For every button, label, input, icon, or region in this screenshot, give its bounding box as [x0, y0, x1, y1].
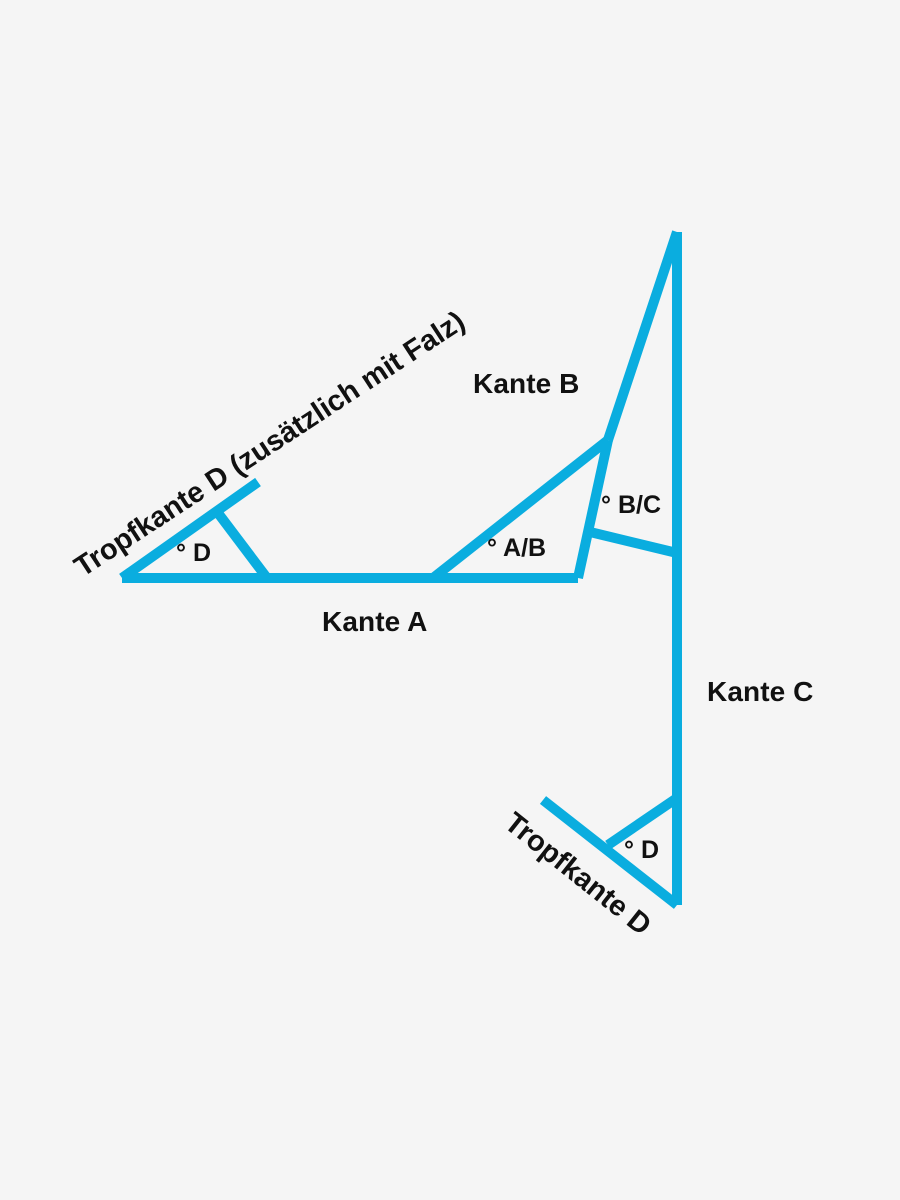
angle-label-b-c: ° B/C: [601, 491, 661, 519]
edge-b-lower-diagonal: [429, 436, 612, 582]
angle-marker-d-bottom: [605, 793, 680, 850]
edge-label-kante-a: Kante A: [322, 606, 428, 637]
angle-label-a-b: ° A/B: [487, 534, 547, 562]
angle-marker-d-left: [214, 509, 271, 582]
angle-marker-ab: [573, 438, 613, 580]
angle-marker-bc: [588, 527, 679, 558]
diagram-line-group: [119, 230, 682, 909]
angle-label-d-left: ° D: [176, 539, 211, 567]
edge-label-kante-b: Kante B: [473, 368, 580, 399]
edge-label-kante-c: Kante C: [707, 676, 814, 707]
drip-edge-bottom-diagonal: [539, 796, 681, 909]
edge-b-upper-diagonal: [603, 230, 682, 442]
drip-edge-top-diagonal: [119, 477, 261, 583]
angle-label-d-bottom: ° D: [624, 836, 659, 864]
